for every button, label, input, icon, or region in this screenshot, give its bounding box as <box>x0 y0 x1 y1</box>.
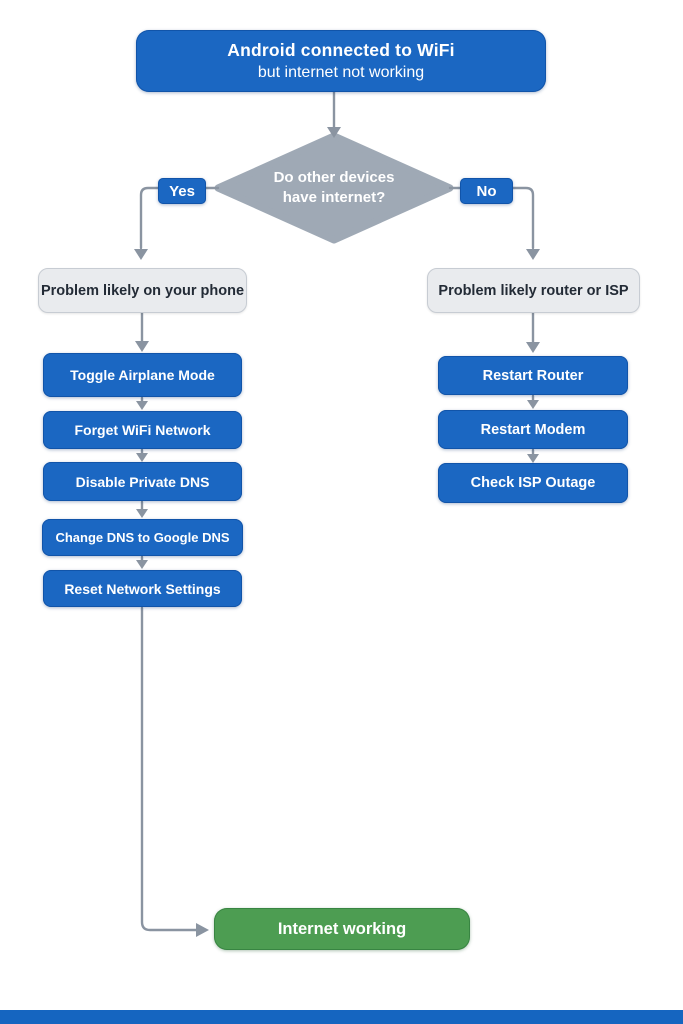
step-toggle-airplane-mode: Toggle Airplane Mode <box>43 353 242 397</box>
step-restart-router: Restart Router <box>438 356 628 395</box>
step-check-isp-outage: Check ISP Outage <box>438 463 628 503</box>
end-node: Internet working <box>214 908 470 950</box>
start-node-title: Android connected to WiFi <box>227 40 455 60</box>
connector-arrowheads <box>134 127 540 937</box>
step-restart-modem: Restart Modem <box>438 410 628 449</box>
footer-bar <box>0 1010 683 1024</box>
step-disable-private-dns: Disable Private DNS <box>43 462 242 501</box>
left-branch-header: Problem likely on your phone <box>38 268 247 313</box>
step-reset-network-settings: Reset Network Settings <box>43 570 242 607</box>
connector-lines <box>139 90 535 932</box>
decision-node: Do other devices have internet? <box>244 160 424 216</box>
no-branch-label: No <box>460 178 513 204</box>
start-node: Android connected to WiFi but internet n… <box>136 30 546 92</box>
start-node-subtitle: but internet not working <box>257 64 425 81</box>
step-change-dns-google: Change DNS to Google DNS <box>42 519 243 556</box>
decision-line1: Do other devices <box>273 168 395 186</box>
yes-branch-label: Yes <box>158 178 206 204</box>
right-branch-header: Problem likely router or ISP <box>427 268 640 313</box>
step-forget-wifi-network: Forget WiFi Network <box>43 411 242 449</box>
decision-diamond-shape <box>214 132 454 244</box>
decision-line2: have internet? <box>282 189 386 206</box>
